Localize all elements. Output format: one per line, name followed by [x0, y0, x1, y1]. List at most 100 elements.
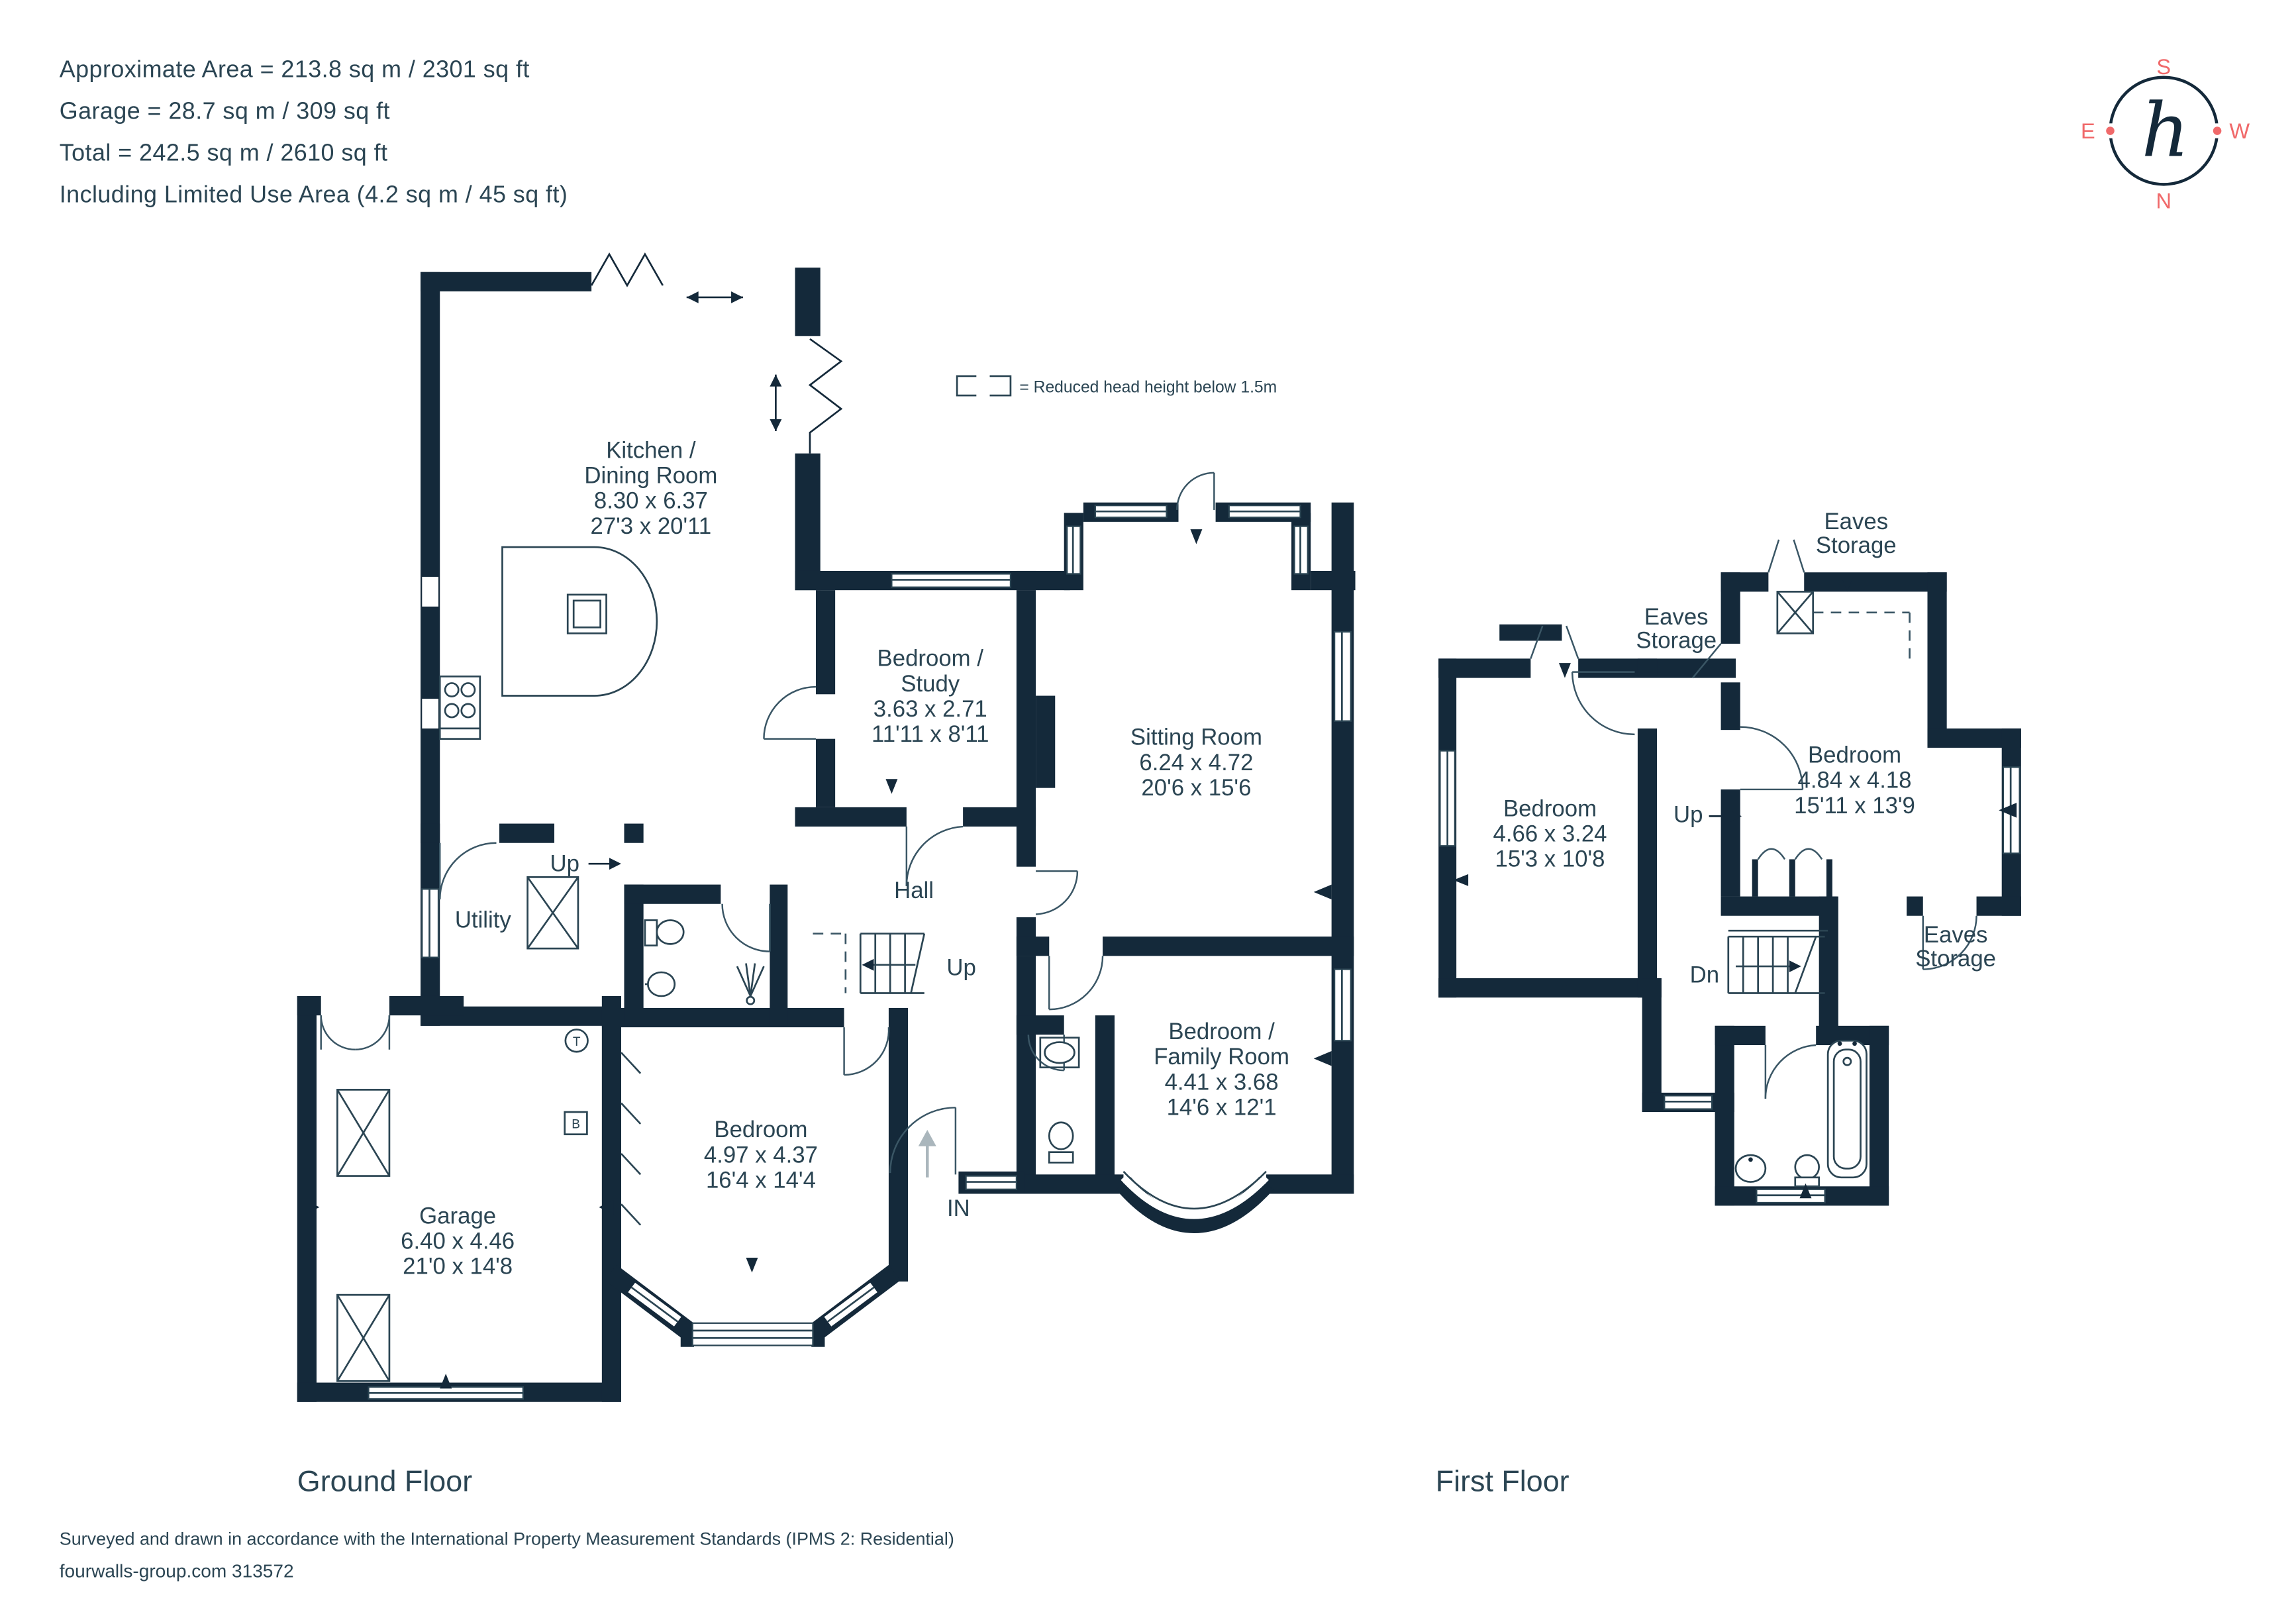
bedroom-right-name: Bedroom [1808, 743, 1901, 768]
eaves-left-1: Eaves [1644, 605, 1709, 630]
study-dims-ft: 11'11 x 8'11 [872, 722, 989, 747]
legend-label: = Reduced head height below 1.5m [1019, 379, 1277, 397]
hall-staircase [813, 933, 926, 994]
shower-room-fixtures [644, 919, 765, 1005]
family-name-2: Family Room [1154, 1044, 1289, 1070]
eaves-top-2: Storage [1816, 533, 1897, 558]
first-floor-plan: Bedroom 4.66 x 3.24 15'3 x 10'8 Bedroom … [1436, 509, 2021, 1497]
ground-floor-plan: T B [297, 252, 1356, 1497]
first-floor-walls [1438, 572, 2021, 1206]
eaves-storage-left-label: Eaves Storage [1636, 605, 1717, 654]
family-room-bow-window [1116, 1170, 1273, 1233]
utility-label: Utility [455, 908, 512, 933]
kitchen-island [501, 546, 658, 697]
bedroom-bay-window [605, 1264, 901, 1347]
eaves-left-2: Storage [1636, 629, 1717, 654]
landing-up-arrow [1709, 810, 1742, 823]
compass-south: S [2156, 55, 2171, 79]
garage-area-text: Garage = 28.7 sq m / 309 sq ft [60, 98, 390, 125]
garage-dims-ft: 21'0 x 14'8 [403, 1254, 513, 1280]
compass: S N E W ℎ [2081, 55, 2250, 213]
family-name-1: Bedroom / [1168, 1019, 1275, 1044]
legend-reduced-head-height: = Reduced head height below 1.5m [956, 373, 1277, 399]
eaves-right-2: Storage [1915, 946, 1996, 972]
bedroom-left-dims-m: 4.66 x 3.24 [1493, 822, 1607, 847]
room-label-garage: Garage 6.40 x 4.46 21'0 x 14'8 [401, 1203, 515, 1279]
study-name-2: Study [901, 672, 960, 697]
sitting-dims-m: 6.24 x 4.72 [1139, 750, 1253, 776]
sitting-name: Sitting Room [1130, 725, 1262, 750]
room-label-bedroom-right: Bedroom 4.84 x 4.18 15'11 x 13'9 [1794, 743, 1915, 819]
garage-roof-lights [336, 1089, 391, 1382]
area-summary: Approximate Area = 213.8 sq m / 2301 sq … [60, 56, 568, 208]
bedroom-dims-ft: 16'4 x 14'4 [706, 1168, 816, 1193]
family-dims-ft: 14'6 x 12'1 [1167, 1095, 1277, 1121]
study-name-1: Bedroom / [877, 646, 984, 672]
tank-marker: T [564, 1029, 589, 1053]
total-area-text: Total = 242.5 sq m / 2610 sq ft [60, 139, 388, 166]
kitchen-name-2: Dining Room [584, 464, 717, 489]
bedroom-left-name: Bedroom [1503, 796, 1597, 821]
first-dn-label: Dn [1690, 963, 1719, 988]
bedroom-right-dims-m: 4.84 x 4.18 [1798, 768, 1912, 793]
garage-name: Garage [419, 1203, 496, 1229]
kitchen-dims-m: 8.30 x 6.37 [594, 489, 708, 514]
first-floor-doors [1530, 539, 1977, 1099]
bedroom-name: Bedroom [714, 1117, 807, 1142]
first-floor-title: First Floor [1436, 1464, 1570, 1497]
ground-floor-windows [368, 505, 1352, 1400]
compass-dot-west [2213, 126, 2222, 135]
bedroom-right-dims-ft: 15'11 x 13'9 [1794, 793, 1915, 819]
dimension-ticks-ground [305, 529, 1332, 1389]
ground-floor-title: Ground Floor [297, 1464, 472, 1497]
kitchen-name-1: Kitchen / [606, 438, 696, 463]
compass-west: W [2229, 119, 2250, 143]
eaves-right-1: Eaves [1924, 923, 1988, 948]
utility-step-arrow [588, 858, 621, 870]
utility-cupboard-icon [526, 876, 579, 950]
entrance-in-label: IN [947, 1196, 970, 1221]
boiler-marker: B [564, 1111, 588, 1136]
survey-standards-text: Surveyed and drawn in accordance with th… [60, 1529, 954, 1548]
kitchen-bifold-doors [590, 252, 843, 454]
reduced-head-height-boundary [1813, 611, 1911, 664]
eaves-storage-right-label: Eaves Storage [1915, 923, 1996, 972]
wc-fixtures [1039, 1036, 1080, 1164]
approx-area-text: Approximate Area = 213.8 sq m / 2301 sq … [60, 56, 530, 83]
ground-floor-walls [297, 268, 1356, 1402]
limited-use-text: Including Limited Use Area (4.2 sq m / 4… [60, 181, 568, 207]
first-up-label: Up [1673, 802, 1703, 827]
study-dims-m: 3.63 x 2.71 [873, 697, 987, 722]
loft-hatch-icon [1776, 591, 1815, 634]
boiler-label: B [572, 1118, 580, 1132]
compass-east: E [2081, 119, 2095, 143]
hob-icon [438, 675, 481, 740]
bedroom-left-dims-ft: 15'3 x 10'8 [1495, 847, 1605, 872]
room-label-sitting: Sitting Room 6.24 x 4.72 20'6 x 15'6 [1130, 725, 1262, 801]
eaves-storage-top-label: Eaves Storage [1816, 509, 1897, 558]
room-label-kitchen: Kitchen / Dining Room 8.30 x 6.37 27'3 x… [584, 438, 717, 538]
bedroom-wardrobe-doors [621, 1052, 642, 1226]
footer: Surveyed and drawn in accordance with th… [60, 1529, 954, 1581]
utility-up-label: Up [550, 851, 579, 876]
hall-label: Hall [894, 878, 934, 903]
entrance-arrow-icon [918, 1129, 936, 1178]
room-label-bedroom-ground: Bedroom 4.97 x 4.37 16'4 x 14'4 [704, 1117, 818, 1193]
first-floor-staircase [1727, 929, 1828, 994]
kitchen-dims-ft: 27'3 x 20'11 [591, 514, 712, 539]
shower-icon [736, 963, 765, 1005]
fourwalls-reference-text: fourwalls-group.com 313572 [60, 1561, 294, 1582]
fourwalls-logo-icon: ℎ [2142, 88, 2189, 174]
room-label-bedroom-left: Bedroom 4.66 x 3.24 15'3 x 10'8 [1493, 796, 1607, 872]
room-label-study: Bedroom / Study 3.63 x 2.71 11'11 x 8'11 [872, 646, 989, 747]
compass-dot-east [2106, 126, 2115, 135]
eaves-top-1: Eaves [1824, 509, 1888, 534]
dimension-ticks-first [1453, 576, 2017, 1199]
bathroom-fixtures [1734, 1039, 1868, 1187]
ground-floor-doors [320, 472, 1215, 1175]
room-label-family: Bedroom / Family Room 4.41 x 3.68 14'6 x… [1154, 1019, 1289, 1120]
compass-north: N [2156, 189, 2171, 213]
family-dims-m: 4.41 x 3.68 [1165, 1070, 1279, 1095]
sitting-dims-ft: 20'6 x 15'6 [1141, 776, 1251, 801]
